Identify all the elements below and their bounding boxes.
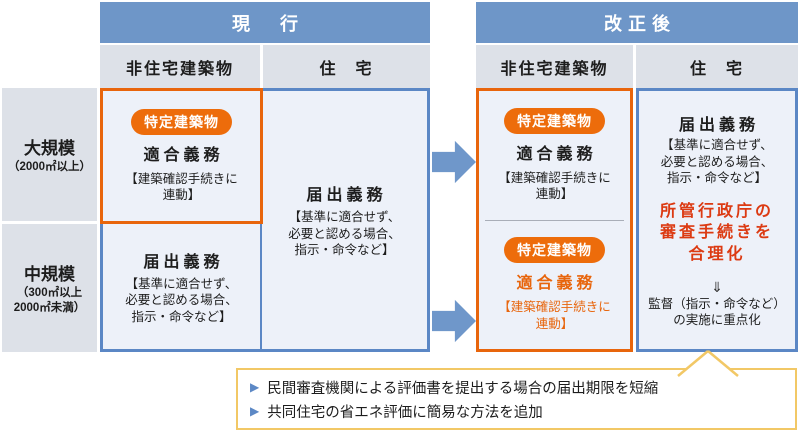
revised-cell-residential: 届出義務 【基準に適合せず、 必要と認める場合、 指示・命令など】 所管行政庁の…: [636, 88, 798, 352]
double-down-arrow-icon: ⇓: [711, 278, 723, 295]
current-cell-mid-nonresidential: 届出義務 【基準に適合せず、 必要と認める場合、 指示・命令など】: [103, 224, 260, 349]
revised-cell-nonresidential: 特定建築物 適合義務 【建築確認手続きに 連動】 特定建築物 適合義務 【建築確…: [476, 88, 633, 352]
callout-item-text: 共同住宅の省エネ評価に簡易な方法を追加: [267, 404, 543, 421]
revised-cell-mid-nonresidential: 特定建築物 適合義務 【建築確認手続きに 連動】: [479, 221, 630, 350]
row-label-mid-title: 中規模: [24, 265, 75, 285]
revised-res-detail-group: ⇓ 監督（指示・命令など） の実施に重点化: [648, 280, 786, 329]
supervision-note: 監督（指示・命令など） の実施に重点化: [648, 296, 786, 328]
revised-res-duty-group: 届出義務 【基準に適合せず、 必要と認める場合、 指示・命令など】: [661, 111, 774, 187]
revised-table-title: 改正後: [476, 2, 798, 43]
current-cell-residential: 届出義務 【基準に適合せず、 必要と認める場合、 指示・命令など】: [262, 91, 427, 349]
row-label-mid-scale: 中規模 （300㎡以上 2000㎡未満）: [2, 224, 97, 352]
duty-note: 【基準に適合せず、 必要と認める場合、 指示・命令など】: [288, 210, 401, 258]
revised-col-nonresidential: 非住宅建築物: [476, 45, 633, 88]
duty-note: 【建築確認手続きに 連動】: [125, 171, 238, 203]
duty-note: 【建築確認手続きに 連動】: [498, 300, 611, 331]
revised-nonres-row-divider: [485, 219, 624, 221]
duty-label: 適合義務: [516, 275, 597, 293]
row-label-large-sub: （2000㎡以上）: [7, 161, 92, 174]
callout-pointer-icon: [677, 350, 739, 377]
callout-item: ▶ 共同住宅の省エネ評価に簡易な方法を追加: [250, 401, 783, 422]
duty-label: 届出義務: [143, 253, 224, 271]
row-label-mid-sub: （300㎡以上 2000㎡未満）: [13, 287, 86, 314]
duty-label: 届出義務: [678, 117, 759, 135]
duty-label: 届出義務: [306, 187, 387, 205]
bullet-triangle-icon: ▶: [250, 380, 260, 394]
current-table-title: 現 行: [100, 2, 430, 43]
specified-building-badge: 特定建築物: [131, 108, 232, 135]
duty-label: 適合義務: [143, 146, 224, 164]
callout-item: ▶ 民間審査機関による評価書を提出する場合の届出期限を短縮: [250, 377, 783, 398]
duty-note: 【基準に適合せず、 必要と認める場合、 指示・命令など】: [660, 138, 774, 186]
transition-arrow-icon: [432, 299, 476, 343]
rationalization-highlight: 所管行政庁の 審査手続きを 合理化: [659, 202, 774, 264]
specified-building-badge: 特定建築物: [504, 107, 605, 134]
specified-building-badge: 特定建築物: [504, 237, 605, 264]
row-label-large-scale: 大規模 （2000㎡以上）: [2, 88, 97, 221]
callout-item-text: 民間審査機関による評価書を提出する場合の届出期限を短縮: [267, 380, 659, 397]
current-col-nonresidential: 非住宅建築物: [100, 45, 260, 88]
current-cell-large-nonresidential: 特定建築物 適合義務 【建築確認手続きに 連動】: [100, 88, 263, 224]
duty-note: 【基準に適合せず、 必要と認める場合、 指示・命令など】: [125, 276, 238, 324]
revised-cell-large-nonresidential: 特定建築物 適合義務 【建築確認手続きに 連動】: [479, 91, 630, 220]
duty-label: 適合義務: [516, 145, 597, 163]
transition-arrow-icon: [432, 140, 476, 184]
revised-table-body: 特定建築物 適合義務 【建築確認手続きに 連動】 特定建築物 適合義務 【建築確…: [476, 88, 798, 352]
callout-box: ▶ 民間審査機関による評価書を提出する場合の届出期限を短縮 ▶ 共同住宅の省エネ…: [236, 368, 797, 430]
current-col-residential: 住 宅: [263, 45, 430, 88]
bullet-triangle-icon: ▶: [250, 404, 260, 418]
current-table-body: 特定建築物 適合義務 【建築確認手続きに 連動】 届出義務 【基準に適合せず、 …: [100, 88, 430, 352]
duty-note: 【建築確認手続きに 連動】: [498, 170, 611, 202]
revised-col-residential: 住 宅: [636, 45, 798, 88]
row-label-large-title: 大規模: [24, 139, 75, 159]
